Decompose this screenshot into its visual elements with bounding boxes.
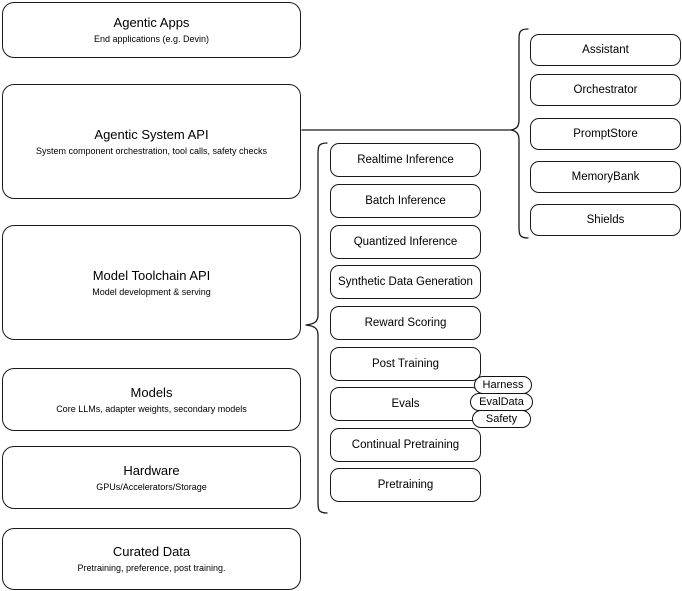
layer-box-agentic-apps[interactable]: Agentic Apps End applications (e.g. Devi… (2, 2, 301, 58)
layer-subtitle: End applications (e.g. Devin) (93, 34, 210, 44)
capability-box-realtime-inference[interactable]: Realtime Inference (330, 143, 481, 177)
eval-tag-safety[interactable]: Safety (472, 410, 531, 428)
eval-tag-evaldata[interactable]: EvalData (470, 393, 533, 411)
capability-box-batch-inference[interactable]: Batch Inference (330, 184, 481, 218)
brace-toolchain-capabilities (305, 142, 328, 514)
layer-subtitle: Core LLMs, adapter weights, secondary mo… (56, 403, 247, 414)
layer-subtitle: GPUs/Accelerators/Storage (96, 481, 207, 492)
layer-box-model-toolchain-api[interactable]: Model Toolchain API Model development & … (2, 225, 301, 340)
capability-label: Post Training (371, 357, 440, 370)
eval-tag-label: Safety (485, 412, 518, 425)
capability-box-synthetic-data-generation[interactable]: Synthetic Data Generation (330, 265, 481, 299)
layer-subtitle: Model development & serving (92, 286, 211, 297)
component-box-shields[interactable]: Shields (530, 204, 681, 236)
component-box-memorybank[interactable]: MemoryBank (530, 161, 681, 193)
layer-box-hardware[interactable]: Hardware GPUs/Accelerators/Storage (2, 446, 301, 509)
layer-title: Curated Data (112, 544, 191, 559)
capability-label: Quantized Inference (353, 235, 458, 248)
layer-box-agentic-system-api[interactable]: Agentic System API System component orch… (2, 84, 301, 199)
capability-label: Realtime Inference (357, 153, 454, 166)
layer-title: Agentic System API (94, 126, 209, 142)
component-box-assistant[interactable]: Assistant (530, 34, 681, 66)
component-label: Orchestrator (573, 83, 638, 96)
layer-title: Models (130, 384, 173, 400)
capability-label: Batch Inference (365, 194, 446, 207)
layer-subtitle: System component orchestration, tool cal… (35, 145, 268, 156)
layer-title: Hardware (123, 462, 180, 478)
capability-box-quantized-inference[interactable]: Quantized Inference (330, 225, 481, 259)
component-label: Assistant (582, 43, 629, 56)
layer-box-curated-data[interactable]: Curated Data Pretraining, preference, po… (2, 528, 301, 590)
component-label: Shields (586, 213, 625, 226)
capability-label: Continual Pretraining (351, 438, 460, 451)
eval-tag-harness[interactable]: Harness (474, 376, 532, 394)
capability-label: Reward Scoring (364, 316, 447, 329)
component-box-promptstore[interactable]: PromptStore (530, 118, 681, 150)
brace-system-components (510, 28, 529, 239)
capability-box-evals[interactable]: Evals (330, 387, 481, 421)
layer-subtitle: Pretraining, preference, post training. (77, 563, 226, 573)
layer-box-models[interactable]: Models Core LLMs, adapter weights, secon… (2, 368, 301, 431)
capability-box-reward-scoring[interactable]: Reward Scoring (330, 306, 481, 340)
eval-tag-label: Harness (482, 378, 524, 391)
layer-title: Agentic Apps (113, 15, 190, 30)
layer-title: Model Toolchain API (92, 267, 211, 283)
eval-tag-label: EvalData (479, 395, 524, 408)
capability-label: Pretraining (377, 478, 434, 491)
capability-box-pretraining[interactable]: Pretraining (330, 468, 481, 502)
component-label: MemoryBank (571, 170, 640, 183)
capability-box-post-training[interactable]: Post Training (330, 347, 481, 381)
component-box-orchestrator[interactable]: Orchestrator (530, 74, 681, 106)
component-label: PromptStore (573, 127, 638, 140)
capability-box-continual-pretraining[interactable]: Continual Pretraining (330, 428, 481, 462)
capability-label: Evals (391, 397, 420, 410)
capability-label: Synthetic Data Generation (338, 275, 473, 288)
